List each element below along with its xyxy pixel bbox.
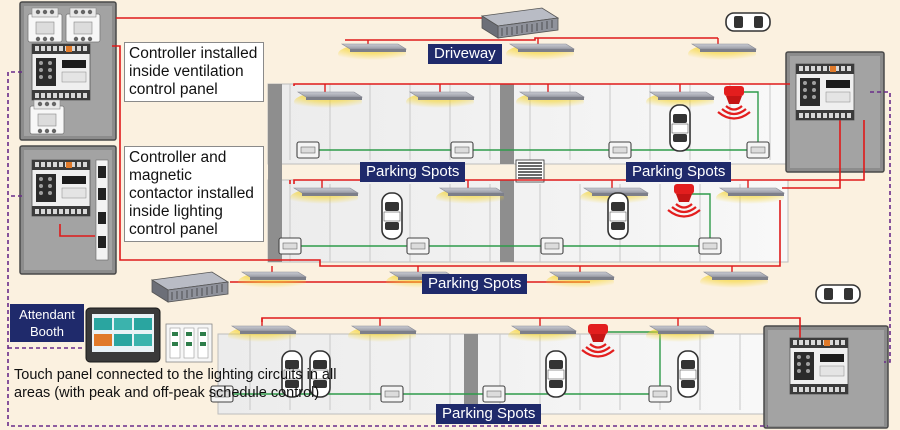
touch-panel-icon xyxy=(85,307,161,363)
parking-spots-label-upper-left: Parking Spots xyxy=(360,162,466,182)
controller-module-icon xyxy=(795,63,855,121)
controller-module-icon xyxy=(31,43,91,101)
occupancy-sensor-icon xyxy=(450,141,474,159)
ceiling-lamp-icon xyxy=(687,43,757,65)
occupancy-sensor-icon xyxy=(296,141,320,159)
ceiling-lamp-icon xyxy=(435,187,505,209)
magnetic-contactor-icon xyxy=(27,7,63,43)
occupancy-sensor-icon xyxy=(380,385,404,403)
magnetic-contactor-icon xyxy=(65,7,101,43)
occupancy-sensor-icon xyxy=(406,237,430,255)
occupancy-sensor-icon xyxy=(648,385,672,403)
controller-module-icon xyxy=(31,159,91,217)
ceiling-lamp-icon xyxy=(645,325,715,347)
parking-spots-label-lower: Parking Spots xyxy=(436,404,542,424)
car-icon xyxy=(607,192,629,240)
car-icon xyxy=(677,350,699,398)
attendant-booth-label: Attendant Booth xyxy=(10,304,84,342)
wall-switch-panel-icon xyxy=(165,323,213,363)
touch-panel-note: Touch panel connected to the lighting ci… xyxy=(14,367,337,401)
driveway-label: Driveway xyxy=(428,44,502,64)
ceiling-lamp-icon xyxy=(337,43,407,65)
occupancy-sensor-icon xyxy=(278,237,302,255)
sensor-wiring xyxy=(222,91,759,395)
ceiling-lamp-icon xyxy=(237,271,307,293)
car-icon xyxy=(725,12,771,32)
network-bus xyxy=(7,71,891,427)
ventilation-fan-icon xyxy=(481,7,559,39)
ceiling-lamp-icon xyxy=(515,91,585,113)
car-icon xyxy=(545,350,567,398)
lamp-drops xyxy=(261,38,749,326)
ceiling-lamp-icon xyxy=(289,187,359,209)
controller-module-icon xyxy=(789,337,849,395)
breaker-column-icon xyxy=(95,159,109,261)
support-column xyxy=(268,84,282,262)
occupancy-sensor-icon xyxy=(482,385,506,403)
ceiling-lamp-icon xyxy=(227,325,297,347)
car-icon xyxy=(381,192,403,240)
car-icon xyxy=(669,104,691,152)
occupancy-sensor-icon xyxy=(540,237,564,255)
parking-spots-label-middle: Parking Spots xyxy=(422,274,528,294)
lighting-panel-note: Controller and magnetic contactor instal… xyxy=(124,146,264,242)
car-icon xyxy=(815,284,861,304)
ceiling-lamp-icon xyxy=(505,43,575,65)
ramp-grate xyxy=(515,159,545,183)
parking-spots-label-upper-right: Parking Spots xyxy=(626,162,732,182)
ceiling-lamp-icon xyxy=(405,91,475,113)
occupancy-sensor-icon xyxy=(746,141,770,159)
ventilation-panel-note: Controller installed inside ventilation … xyxy=(124,42,264,102)
occupancy-sensor-icon xyxy=(608,141,632,159)
ceiling-lamp-icon xyxy=(545,271,615,293)
magnetic-contactor-icon xyxy=(29,99,65,135)
ceiling-lamp-icon xyxy=(507,325,577,347)
ceiling-lamp-icon xyxy=(715,187,785,209)
ventilation-fan-icon xyxy=(151,271,229,303)
occupancy-sensor-icon xyxy=(698,237,722,255)
ceiling-lamp-icon xyxy=(293,91,363,113)
ceiling-lamp-icon xyxy=(699,271,769,293)
ceiling-lamp-icon xyxy=(347,325,417,347)
